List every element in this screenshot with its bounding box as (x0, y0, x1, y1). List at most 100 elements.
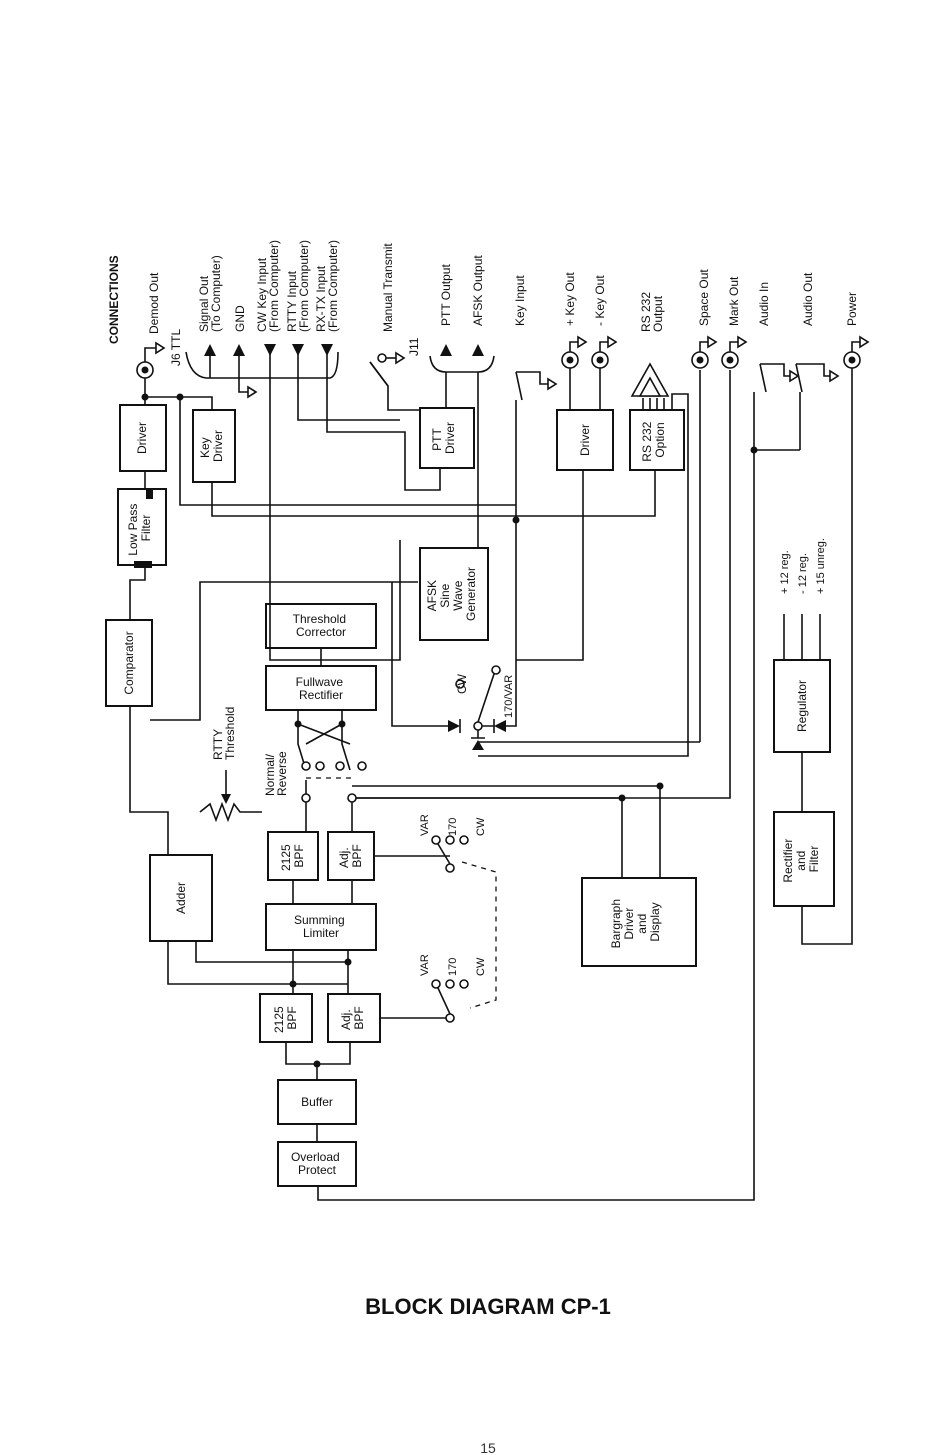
plus-key-out-label: + Key Out (563, 272, 577, 326)
misc-labels: RTTY Threshold Normal/ Reverse CW 170/VA… (211, 538, 827, 976)
rectifier-filter-block: Rectifier and Filter (773, 811, 835, 907)
var-label-lower: VAR (419, 954, 431, 976)
svg-text:Summing Limiter: Summing Limiter (294, 913, 348, 940)
afsk-output-label: AFSK Output (471, 255, 485, 326)
threshold-corrector-block: Threshold Corrector (265, 603, 377, 649)
connectors (136, 335, 870, 804)
signal-out-arrow (204, 344, 216, 356)
rx-tx-input-label: RX-TX Input (From Computer) (314, 240, 340, 332)
svg-text:Overload Protect: Overload Protect (291, 1150, 343, 1177)
gnd-label: GND (233, 305, 247, 332)
rs232-connector (630, 362, 670, 397)
j6-label: J6 TTL (169, 329, 183, 366)
rtty-input-label: RTTY Input (From Computer) (285, 240, 311, 332)
normal-reverse-label: Normal/ Reverse (263, 751, 289, 796)
switch-contacts (301, 361, 501, 1023)
junctions (141, 393, 758, 1068)
svg-text:Driver: Driver (135, 422, 149, 454)
adder-block: Adder (149, 854, 213, 942)
buffer-block: Buffer (277, 1079, 357, 1125)
svg-text:2125 BPF: 2125 BPF (272, 1003, 299, 1033)
connection-labels: CONNECTIONS Demod Out J6 TTL Signal Out … (107, 240, 859, 366)
bpf-2125-lower-block: 2125 BPF (259, 993, 313, 1043)
j11-label: J11 (407, 337, 421, 356)
fullwave-rectifier-block: Fullwave Rectifier (265, 665, 377, 711)
power-label: Power (845, 292, 859, 326)
rtty-arrow (292, 344, 304, 356)
demod-out-jack (136, 341, 166, 379)
manual-transmit-jack (377, 351, 406, 365)
space-out-jack (691, 335, 718, 369)
svg-text:2125 BPF: 2125 BPF (279, 841, 306, 871)
cw-label-lower: CW (475, 957, 487, 976)
plus-key-out-jack (561, 335, 588, 369)
driver-key-block: Driver (556, 409, 614, 471)
svg-text:Buffer: Buffer (301, 1095, 333, 1109)
minus-key-out-label: - Key Out (593, 275, 607, 326)
svg-text:Driver: Driver (578, 424, 592, 456)
adj-bpf-upper-block: Adj. BPF (327, 831, 375, 881)
space-out-label: Space Out (697, 269, 711, 326)
adj-bpf-lower-block: Adj. BPF (327, 993, 381, 1043)
wiring (129, 351, 853, 1201)
minus-key-out-jack (591, 335, 618, 369)
svg-text:Fullwave Rectifier: Fullwave Rectifier (296, 675, 347, 702)
cw-key-arrow (264, 344, 276, 356)
svg-text:Regulator: Regulator (795, 680, 809, 732)
demod-out-label: Demod Out (147, 272, 161, 334)
driver-demod-block: Driver (119, 404, 167, 472)
audio-in-plug (759, 363, 800, 393)
audio-out-plug (795, 363, 840, 393)
svg-text:Comparator: Comparator (122, 631, 136, 694)
s170-label-lower: 170 (447, 958, 459, 976)
mark-out-label: Mark Out (727, 276, 741, 326)
overload-protect-block: Overload Protect (277, 1141, 357, 1187)
svg-text:Bargraph Driver an: Bargraph Driver and Display (609, 896, 662, 949)
svg-text:Adj. BPF: Adj. BPF (337, 844, 364, 868)
bpf-2125-upper-block: 2125 BPF (267, 831, 319, 881)
svg-text:AFSK Sine Wave: AFSK Sine Wave Generator (425, 567, 478, 621)
rs232-output-label: RS 232 Output (639, 289, 665, 332)
signal-out-label: Signal Out (To Computer) (197, 255, 223, 332)
audio-out-label: Audio Out (801, 272, 815, 326)
page-title: BLOCK DIAGRAM CP-1 (365, 1294, 611, 1319)
power-jack (843, 335, 870, 369)
cw-label: CW (455, 673, 469, 694)
ptt-output-label: PTT Output (439, 264, 453, 326)
block-line: Driver (135, 422, 149, 454)
key-driver-block: Key Driver (192, 409, 236, 483)
svg-text:Adder: Adder (174, 882, 188, 914)
low-pass-filter-block: Low Pass Filter (117, 488, 167, 568)
connections-heading: CONNECTIONS (107, 255, 121, 344)
gnd-arrow (233, 344, 258, 399)
summing-limiter-block: Summing Limiter (265, 903, 377, 951)
cw-key-input-label: CW Key Input (From Computer) (255, 240, 281, 332)
cw-label-upper: CW (475, 817, 487, 836)
svg-text:Threshold Corrector: Threshold Corrector (293, 612, 350, 639)
s170-label-upper: 170 (447, 818, 459, 836)
afsk-output-arrow (472, 344, 484, 356)
diodes (448, 700, 517, 750)
bargraph-block: Bargraph Driver and Display (581, 877, 697, 967)
minus12-label: - 12 reg. (797, 553, 809, 594)
comparator-block: Comparator (105, 619, 153, 707)
afsk-generator-block: AFSK Sine Wave Generator (419, 547, 489, 641)
manual-transmit-label: Manual Transmit (381, 243, 395, 332)
svg-text:Key Driver: Key Driver (198, 430, 225, 462)
svg-text:Low Pass Filter: Low Pass Filter (126, 500, 153, 555)
svg-text:RS 232 Option: RS 232 Option (640, 418, 667, 461)
regulator-block: Regulator (773, 659, 831, 753)
ptt-driver-block: PTT Driver (419, 407, 475, 469)
rs232-option-block: RS 232 Option (629, 409, 685, 471)
mark-out-jack (721, 335, 748, 369)
plus15-label: + 15 unreg. (815, 538, 827, 594)
plus12-label: + 12 reg. (779, 550, 791, 594)
rxtx-arrow (321, 344, 333, 356)
ptt-output-arrow (440, 344, 452, 356)
page-number: 15 (480, 1440, 496, 1455)
rtty-threshold-label: RTTY Threshold (211, 707, 237, 760)
svg-text:Rectifier and Filt: Rectifier and Filter (781, 835, 821, 882)
svg-text:Adj. BPF: Adj. BPF (339, 1006, 366, 1030)
rtty-threshold-arrow (221, 770, 231, 804)
key-input-label: Key Input (513, 275, 527, 326)
